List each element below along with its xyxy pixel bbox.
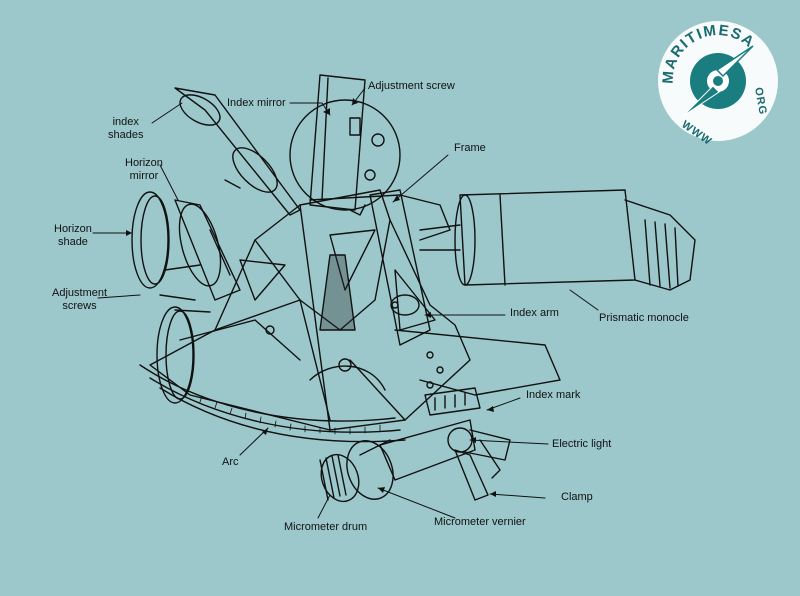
label-index-mirror: Index mirror [227,97,286,109]
label-horizon-mirror: Horizon mirror [125,157,163,182]
sextant-frame [149,189,471,431]
adjustment-screw [349,117,385,181]
index-mark [424,387,481,416]
index-mirror [289,74,401,216]
label-micrometer-vernier: Micrometer vernier [434,516,526,528]
clamp [454,439,501,501]
label-micrometer-drum: Micrometer drum [284,521,368,533]
label-electric-light: Electric light [552,438,612,450]
label-frame: Frame [454,142,486,154]
index-shades [174,87,301,216]
label-adjustment-screws: Adjustment screws [52,287,108,312]
compass-emblem-icon [682,45,754,117]
micrometer-drum [319,440,394,503]
label-arc: Arc [222,456,239,468]
label-clamp: Clamp [561,491,593,503]
prismatic-monocle [419,189,696,291]
micrometer-vernier [359,419,476,481]
label-index-shades: index shades [108,116,144,141]
horizon-shade [131,191,211,404]
logo-org-text: ORG [752,86,769,116]
label-index-mark: Index mark [526,389,581,401]
maritimesa-logo: MARITIMESA WWW ORG [658,21,778,144]
label-adjustment-screw: Adjustment screw [368,80,455,92]
leader-arrowheads [126,98,496,497]
label-horizon-shade: Horizon shade [54,223,92,248]
label-index-arm: Index arm [510,307,559,319]
label-prismatic-monocle: Prismatic monocle [599,312,689,324]
horizon-mirror [174,199,241,301]
